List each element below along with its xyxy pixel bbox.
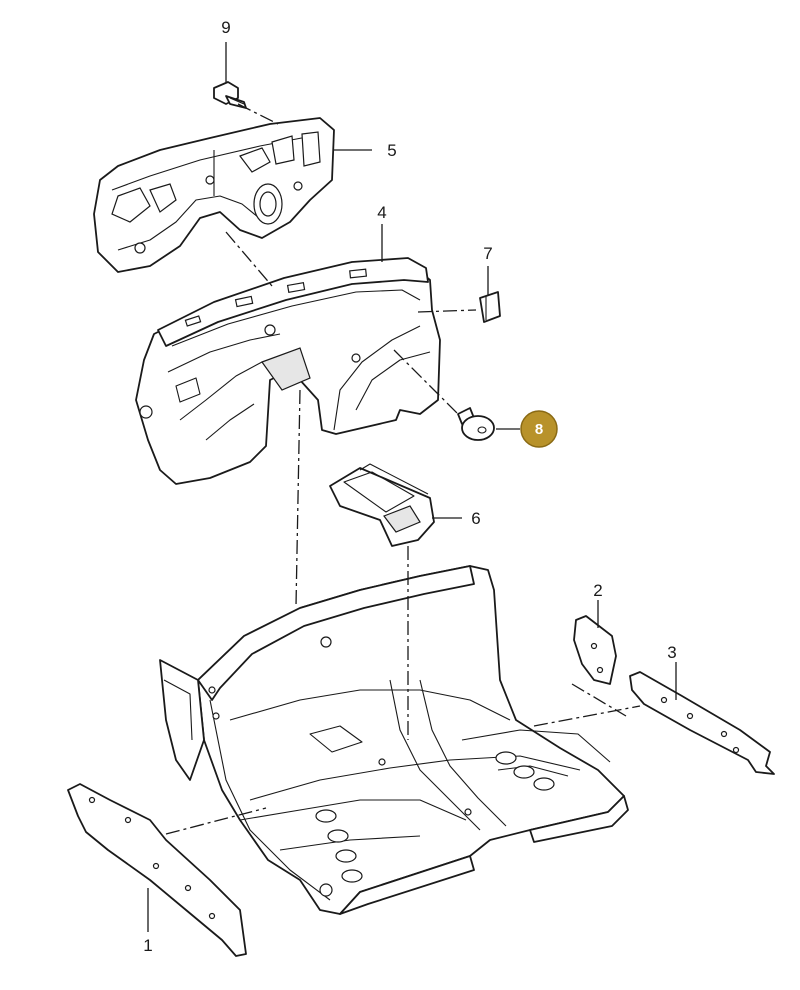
callout-7[interactable]: 7 — [483, 244, 492, 263]
part-4-front-bulkhead[interactable] — [135, 257, 441, 485]
callout-8-highlight[interactable]: 8 — [520, 410, 558, 448]
assembly-lines — [165, 103, 641, 835]
callout-1[interactable]: 1 — [143, 936, 152, 955]
part-6-bracket[interactable] — [329, 463, 435, 547]
part-1-insulation-strip[interactable] — [67, 783, 247, 957]
part-7-clip[interactable] — [479, 291, 501, 323]
part-9-bolt[interactable] — [213, 81, 247, 109]
callout-9[interactable]: 9 — [221, 18, 230, 37]
callout-8-badge[interactable] — [520, 410, 558, 448]
callout-2[interactable]: 2 — [593, 581, 602, 600]
callout-4[interactable]: 4 — [377, 203, 386, 222]
leader-lines — [147, 42, 677, 932]
floor-pan-body-shell — [159, 565, 629, 915]
callout-8[interactable]: 8 — [535, 421, 543, 438]
callout-labels: 9 5 4 7 8 6 2 3 1 — [143, 18, 676, 955]
callout-6[interactable]: 6 — [471, 509, 480, 528]
part-8-grommet[interactable] — [457, 407, 495, 441]
part-2-insulation-pad[interactable] — [573, 615, 617, 685]
part-3-insulation-strip[interactable] — [629, 671, 775, 775]
callout-5[interactable]: 5 — [387, 141, 396, 160]
callout-3[interactable]: 3 — [667, 643, 676, 662]
part-5-bulkhead-insulation[interactable] — [93, 117, 335, 273]
